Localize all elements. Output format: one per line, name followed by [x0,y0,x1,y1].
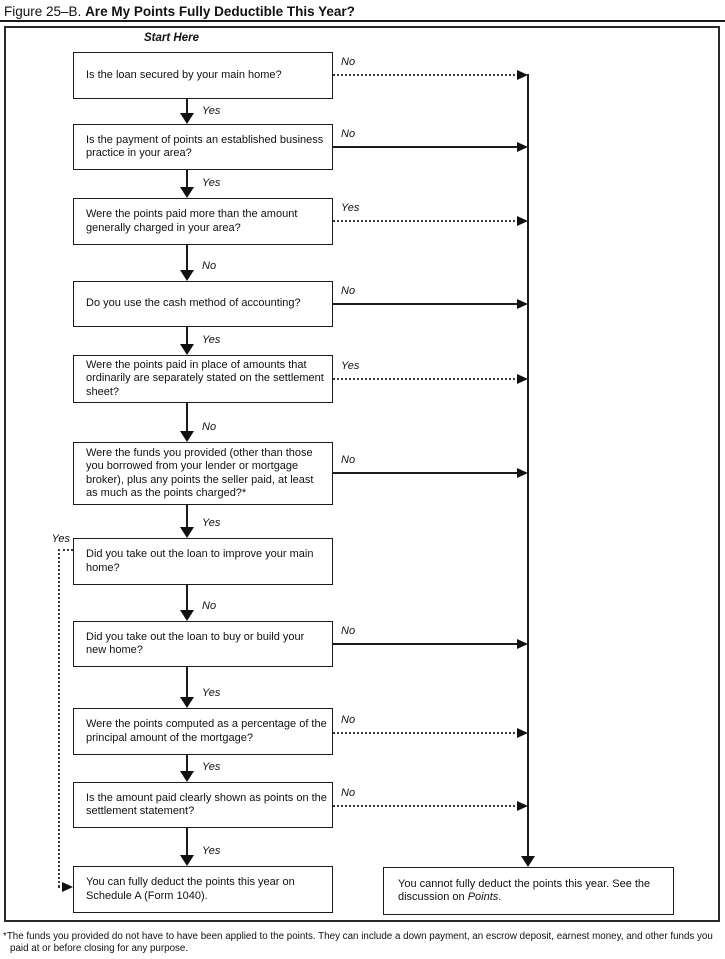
start-here-label: Start Here [144,32,199,44]
arrow-q1-q2 [186,99,188,114]
decision-box-q10: Is the amount paid clearly shown as poin… [73,782,333,828]
arrowhead-right-4-icon [517,299,528,309]
chart-border [4,26,720,922]
q8-text: Did you take out the loan to buy or buil… [86,630,305,656]
label-q9-no-right: No [341,714,356,726]
q9-text: Were the points computed as a percentage… [86,718,327,744]
result-box-deduct: You can fully deduct the points this yea… [73,866,333,913]
label-q6-yes: Yes [202,517,221,529]
points-italic: Points [467,891,499,903]
label-q5-no: No [202,421,217,433]
label-q10-no-right: No [341,787,356,799]
label-q5-yes-right: Yes [341,360,360,372]
q1-text: Is the loan secured by your main home? [86,68,282,81]
arrow-q7-yes-left-top [58,549,73,551]
arrow-q9-q10 [186,755,188,772]
arrow-q9-no-right [333,732,519,734]
label-q1-no-right: No [341,56,356,68]
arrowhead-down-6-icon [180,527,194,538]
arrowhead-right-7-icon [517,639,528,649]
decision-box-q9: Were the points computed as a percentage… [73,708,333,755]
title-divider [0,20,725,22]
label-q4-yes: Yes [202,334,221,346]
label-q1-yes: Yes [202,105,221,117]
arrowhead-right-1-icon [517,70,528,80]
arrowhead-right-deduct-icon [62,882,73,892]
figure-title: Figure 25–B. Are My Points Fully Deducti… [4,4,355,19]
arrow-q3-q4 [186,245,188,271]
result-deduct-text: You can fully deduct the points this yea… [86,876,295,902]
arrow-q6-no-right [333,472,519,474]
arrow-q6-q7 [186,505,188,528]
result-no-deduct-text: You cannot fully deduct the points this … [398,877,651,903]
arrowhead-right-5-icon [517,374,528,384]
arrow-q4-no-right [333,303,519,305]
figure-number: Figure 25–B. [4,4,82,19]
label-q2-yes: Yes [202,177,221,189]
arrow-q5-q6 [186,403,188,432]
arrowhead-right-2-icon [517,142,528,152]
decision-box-q5: Were the points paid in place of amounts… [73,355,333,403]
arrow-q7-yes-left-rail [58,549,60,887]
arrow-q4-q5 [186,327,188,345]
arrowhead-down-1-icon [180,113,194,124]
arrow-q7-q8 [186,585,188,611]
arrow-q10-result [186,828,188,856]
arrowhead-down-7-icon [180,610,194,621]
q4-text: Do you use the cash method of accounting… [86,297,301,310]
label-q2-no-right: No [341,128,356,140]
arrow-q2-q3 [186,170,188,188]
arrowhead-right-6-icon [517,468,528,478]
decision-box-q7: Did you take out the loan to improve you… [73,538,333,585]
arrowhead-down-3-icon [180,270,194,281]
q3-text: Were the points paid more than the amoun… [86,208,298,234]
arrowhead-down-5-icon [180,431,194,442]
q7-text: Did you take out the loan to improve you… [86,548,314,574]
arrow-q2-no-right [333,146,519,148]
figure-title-text: Are My Points Fully Deductible This Year… [85,4,355,19]
decision-box-q2: Is the payment of points an established … [73,124,333,170]
label-q7-no: No [202,600,217,612]
decision-box-q6: Were the funds you provided (other than … [73,442,333,505]
decision-box-q3: Were the points paid more than the amoun… [73,198,333,245]
arrow-q5-yes-right [333,378,519,380]
arrowhead-down-2-icon [180,187,194,198]
arrowhead-right-8-icon [517,728,528,738]
arrow-q8-q9 [186,667,188,698]
arrowhead-down-9-icon [180,771,194,782]
footnote: *The funds you provided do not have to h… [3,931,713,954]
decision-box-q4: Do you use the cash method of accounting… [73,281,333,327]
arrowhead-right-3-icon [517,216,528,226]
label-q8-no-right: No [341,625,356,637]
label-q10-yes: Yes [202,845,221,857]
decision-box-q8: Did you take out the loan to buy or buil… [73,621,333,667]
label-q8-yes: Yes [202,687,221,699]
arrow-q8-no-right [333,643,519,645]
arrowhead-right-9-icon [517,801,528,811]
result-box-no-deduct: You cannot fully deduct the points this … [383,867,674,915]
decision-box-q1: Is the loan secured by your main home? [73,52,333,99]
q10-text: Is the amount paid clearly shown as poin… [86,791,327,817]
arrowhead-down-4-icon [180,344,194,355]
label-q9-yes: Yes [202,761,221,773]
label-q7-yes-left: Yes [51,533,70,545]
label-q3-no: No [202,260,217,272]
arrow-q7-yes-left-bottom [58,886,64,888]
label-q6-no-right: No [341,454,356,466]
arrow-q1-no-right [333,74,519,76]
q5-text: Were the points paid in place of amounts… [86,359,324,398]
q6-text: Were the funds you provided (other than … [86,447,314,499]
arrow-q10-no-right [333,805,519,807]
arrowhead-down-8-icon [180,697,194,708]
label-q4-no-right: No [341,285,356,297]
arrowhead-down-rail-icon [521,856,535,867]
right-rail-line [527,74,529,856]
label-q3-yes-right: Yes [341,202,360,214]
q2-text: Is the payment of points an established … [86,133,324,159]
arrowhead-down-10-icon [180,855,194,866]
arrow-q3-yes-right [333,220,519,222]
